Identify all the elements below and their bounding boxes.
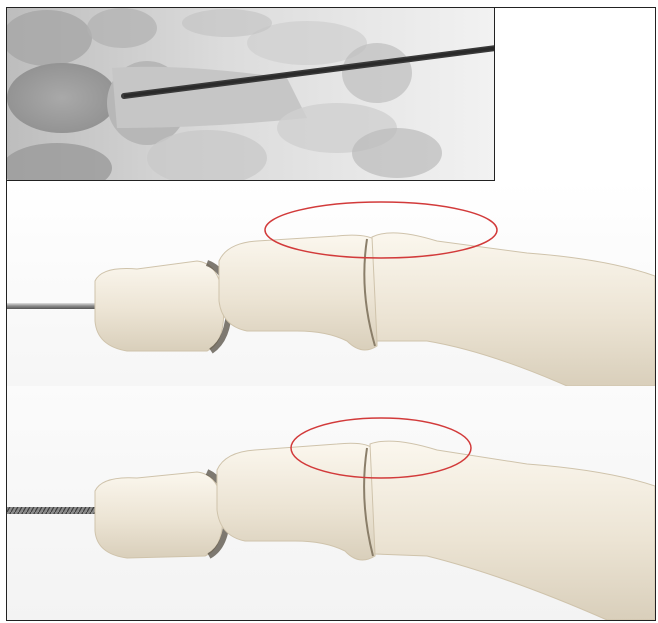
render-image-bottom <box>7 386 655 620</box>
render-image-top <box>7 181 655 386</box>
wire-threaded <box>7 507 99 514</box>
distal-phalanx <box>95 472 223 558</box>
xray-bone <box>182 9 272 37</box>
distal-phalanx <box>95 261 224 351</box>
xray-panel <box>6 7 495 181</box>
render-panel-threaded-wire <box>7 386 655 620</box>
xray-bone <box>342 43 412 103</box>
xray-bone <box>87 8 157 48</box>
xray-bone <box>352 128 442 178</box>
render-panel-smooth-wire <box>7 181 655 386</box>
wire-smooth <box>7 303 99 309</box>
xray-image <box>7 8 495 181</box>
xray-bone <box>7 63 117 133</box>
